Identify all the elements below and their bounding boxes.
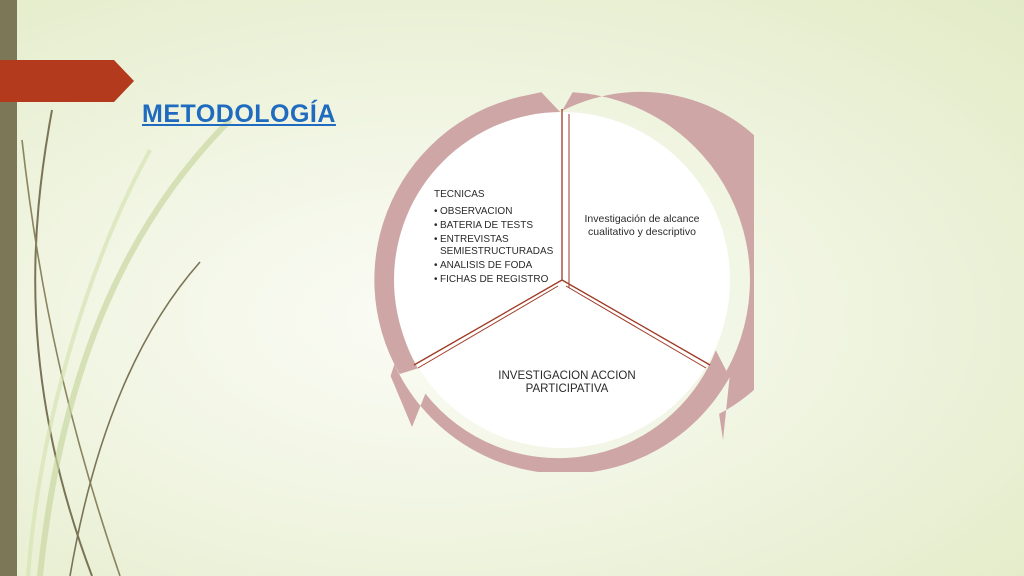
list-item: OBSERVACION — [434, 206, 564, 218]
cycle-segment-method: INVESTIGACION ACCION PARTICIPATIVA — [498, 370, 636, 395]
techniques-list: OBSERVACION BATERIA DE TESTS ENTREVISTAS… — [434, 206, 564, 286]
cycle-arrow-bottom — [390, 350, 730, 472]
cycle-arrow-left — [374, 92, 562, 374]
red-title-tab — [0, 60, 134, 102]
decorative-swoosh-lines — [21, 109, 233, 576]
cycle-segment-techniques: TECNICAS OBSERVACION BATERIA DE TESTS EN… — [434, 188, 564, 288]
list-item: ENTREVISTAS SEMIESTRUCTURADAS — [434, 234, 564, 258]
list-item: FICHAS DE REGISTRO — [434, 274, 564, 286]
techniques-heading: TECNICAS — [434, 189, 485, 200]
list-item: BATERIA DE TESTS — [434, 220, 564, 232]
cycle-arrow-right — [561, 91, 754, 440]
cycle-segment-scope: Investigación de alcance cualitativo y d… — [584, 213, 700, 238]
cycle-divider-offsets — [417, 114, 707, 369]
list-item: ANALISIS DE FODA — [434, 260, 564, 272]
cycle-arrows — [374, 91, 754, 472]
left-side-bar — [0, 0, 17, 576]
slide-title: METODOLOGÍA — [142, 100, 336, 128]
